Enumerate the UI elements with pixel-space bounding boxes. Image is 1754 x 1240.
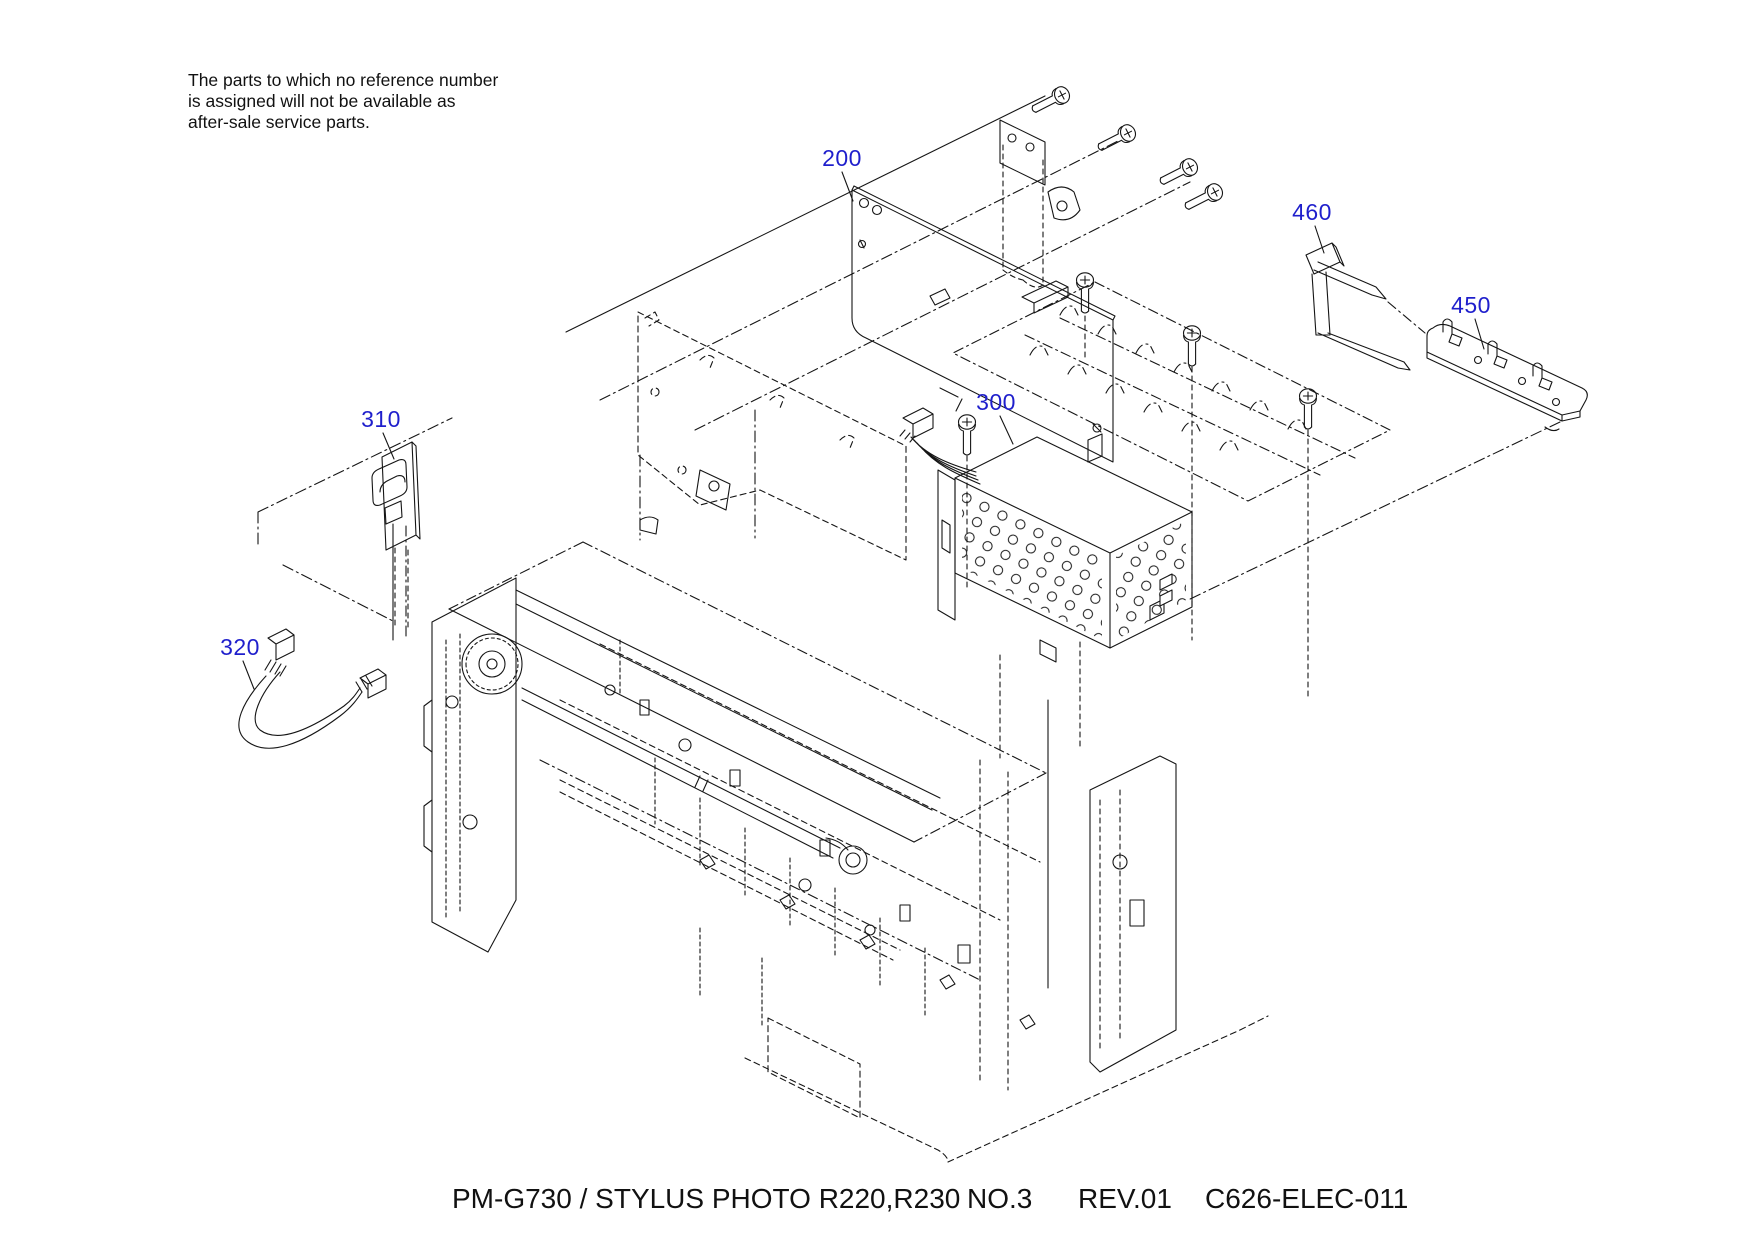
note-text: The parts to which no reference number i… <box>188 70 498 133</box>
sheet-number: NO.3 <box>967 1183 1033 1214</box>
callout-460: 460 <box>1292 199 1332 225</box>
printer-chassis <box>423 469 1269 1163</box>
callout-300: 300 <box>976 389 1016 415</box>
model-name: PM-G730 / STYLUS PHOTO R220,R230 <box>452 1183 961 1214</box>
note-line: is assigned will not be available as <box>188 91 456 111</box>
callout-leader-line <box>242 660 255 690</box>
shield-plate-hidden-outline <box>637 311 907 561</box>
callout-leader-line <box>999 415 1014 445</box>
part-450-grounding-plate <box>1426 318 1588 432</box>
callout-320: 320 <box>220 634 260 660</box>
part-320-power-cable <box>238 628 387 749</box>
callout-layer: 200 310 320 300 460 450 <box>220 145 1491 690</box>
title-block: PM-G730 / STYLUS PHOTO R220,R230 NO.3 RE… <box>0 1183 1754 1217</box>
callout-450: 450 <box>1451 292 1491 318</box>
corrugated-shield-plate <box>952 281 1391 502</box>
part-460-flat-cable <box>1305 242 1426 371</box>
note-line: The parts to which no reference number <box>188 70 499 90</box>
callout-leader-line <box>1314 225 1325 254</box>
part-200-main-board <box>851 185 1116 463</box>
document-code: C626-ELEC-011 <box>1205 1183 1409 1214</box>
projection-lines <box>257 95 1561 629</box>
callout-leader-line <box>841 171 854 202</box>
callout-leader-line <box>1474 318 1485 350</box>
part-310-ac-inlet <box>371 441 421 641</box>
mounting-bracket <box>999 119 1081 288</box>
callout-200: 200 <box>822 145 862 171</box>
part-300-power-supply-unit <box>899 407 1193 759</box>
callout-310: 310 <box>361 406 401 432</box>
callout-leader-line <box>382 432 395 460</box>
note-line: after-sale service parts. <box>188 112 370 132</box>
revision: REV.01 <box>1078 1183 1172 1214</box>
